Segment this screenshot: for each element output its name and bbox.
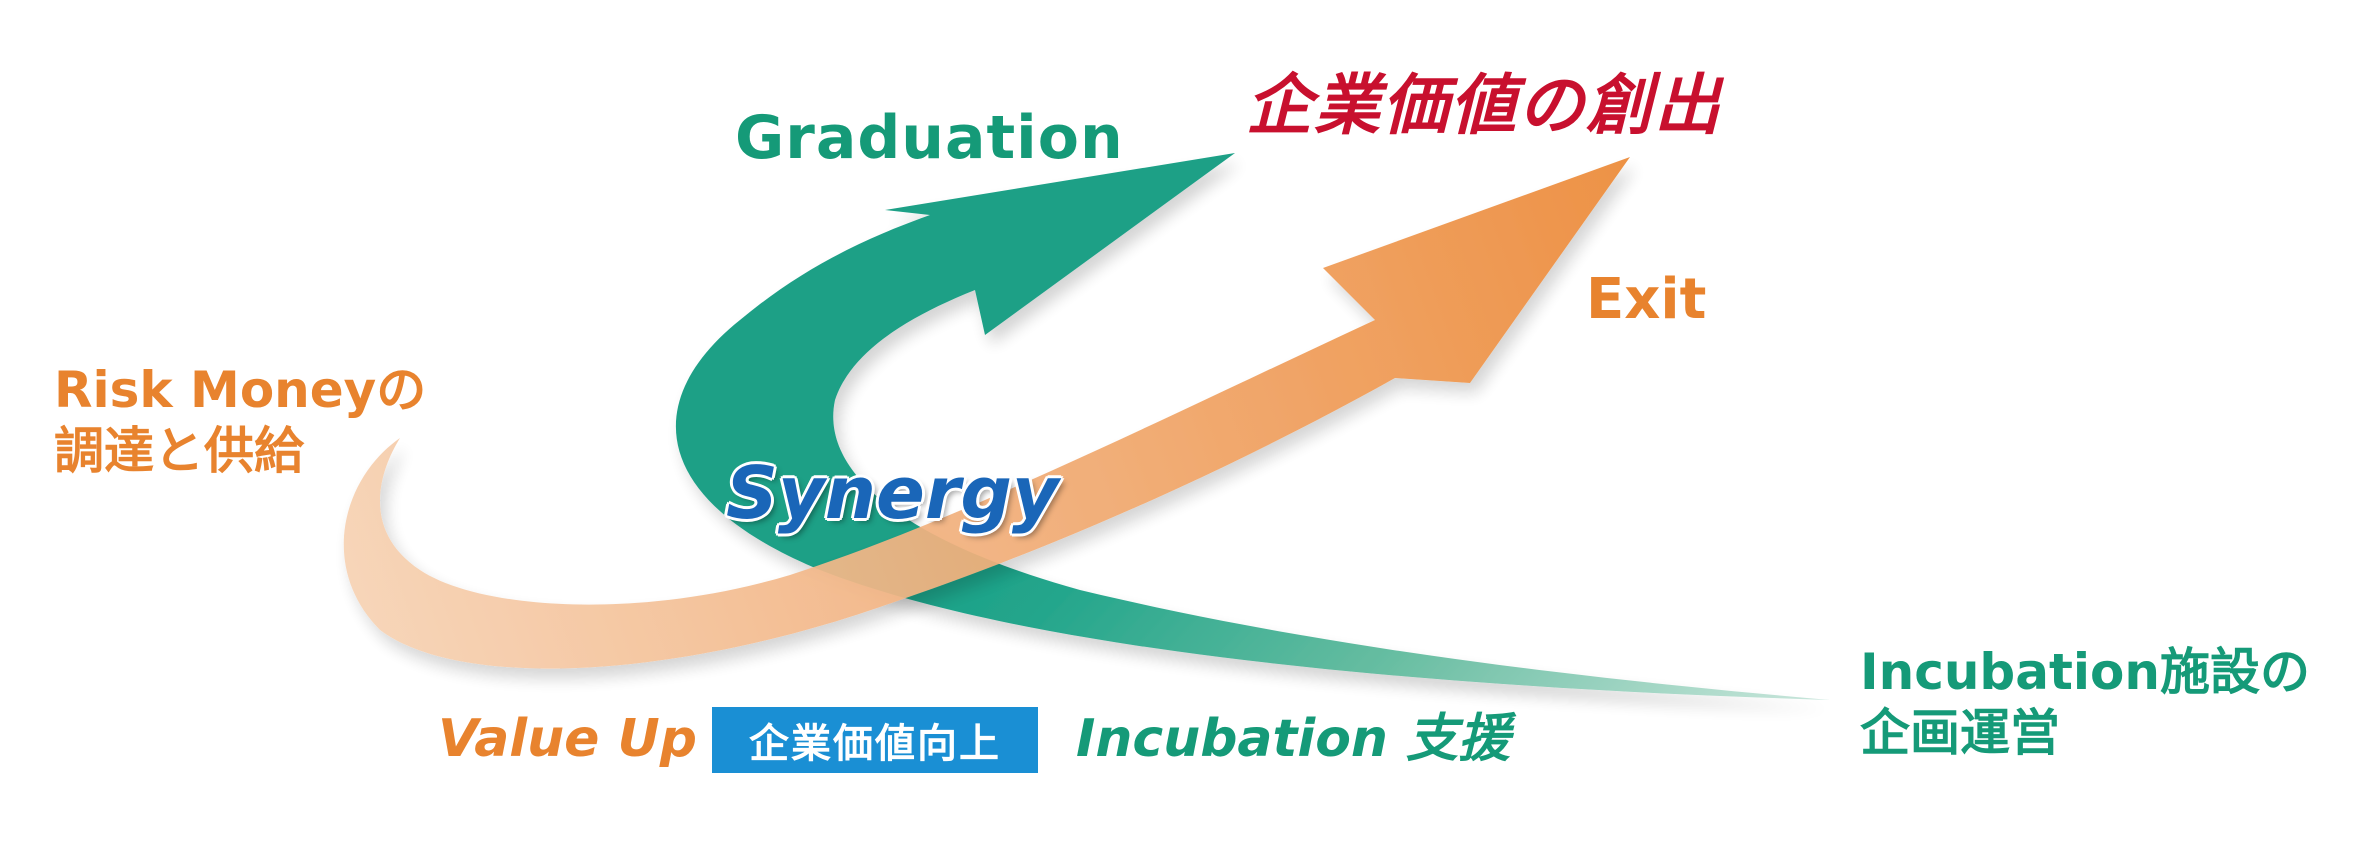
incubation-support-label: Incubation 支援 [1076,709,1511,769]
synergy-label: Synergy [726,451,1059,535]
risk-money-line1: Risk Moneyの [54,361,427,419]
incubation-facility-label: Incubation施設の 企画運営 [1860,642,2310,764]
incubation-facility-line1: Incubation施設の [1860,643,2310,701]
value-up-label: Value Up [438,709,697,769]
risk-money-line2: 調達と供給 [54,422,304,480]
value-creation-label: 企業価値の創出 [1246,67,1722,144]
incubation-facility-line2: 企画運営 [1860,704,2060,762]
value-up-badge: 企業価値向上 [712,707,1038,773]
orange-exit-arrow [343,157,1631,669]
graduation-label: Graduation [735,103,1124,173]
exit-label: Exit [1586,267,1707,332]
risk-money-label: Risk Moneyの 調達と供給 [54,360,426,482]
